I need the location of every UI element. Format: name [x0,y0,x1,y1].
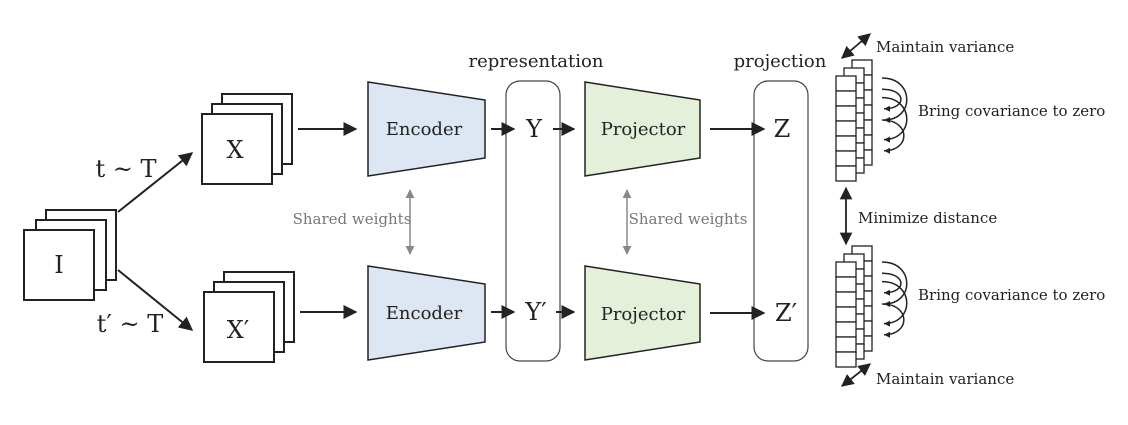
matrix-cell [835,105,857,122]
matrix-cell [835,120,857,137]
transform-bottom-label: t′ ~ T [97,310,163,338]
proj-bottom-label: Z′ [775,299,797,327]
projector-bottom: Projector [584,265,701,361]
matrix-cell [835,321,857,338]
covariance-bottom-label: Bring covariance to zero [918,286,1105,304]
matrix-cell [835,336,857,353]
maintain-variance-bottom-label: Maintain variance [876,370,1014,388]
minimize-distance-label: Minimize distance [858,209,997,227]
encoder-top-label: Encoder [386,119,463,140]
projector-top-label: Projector [601,119,686,140]
projector-top: Projector [584,81,701,177]
representation-box [505,80,561,362]
matrix-cell [835,276,857,293]
input-label: I [54,251,63,279]
view-top-label: X [226,136,243,164]
covariance-arrowhead [884,147,890,154]
proj-top-label: Z [774,115,791,143]
input-image-stack: I [23,209,117,301]
covariance-arcs-top [881,77,908,154]
matrix-cell [835,90,857,107]
projection-header: projection [734,51,827,72]
covariance-arc [881,96,908,141]
covariance-arrowhead [884,136,890,143]
matrix-cell [835,351,857,368]
covariance-arc [881,261,908,305]
matrix-cell [835,261,857,278]
covariance-top-label: Bring covariance to zero [918,102,1105,120]
matrix-cell [835,291,857,308]
repr-top-label: Y [525,115,543,143]
shared-weights-projector-label: Shared weights [629,210,748,228]
maintain-variance-top-label: Maintain variance [876,38,1014,56]
matrix-cell [835,306,857,323]
covariance-arrowhead [884,105,890,112]
transform-top-label: t ~ T [95,155,156,183]
encoder-bottom-label: Encoder [386,303,463,324]
view-bottom-label: X′ [227,316,250,344]
transform-arrow-top [117,152,194,213]
matrix-cell [835,150,857,167]
covariance-arrowhead [884,289,890,296]
repr-bottom-label: Y′ [524,298,546,326]
variance-arrow-top [841,33,871,59]
covariance-arcs-bottom [881,261,908,338]
shared-weights-encoder-label: Shared weights [293,210,412,228]
transform-arrow-bottom [117,269,194,331]
covariance-arc [881,303,905,336]
embedding-matrix-top [835,59,873,182]
view-stack-top: X [201,93,293,185]
covariance-arc [881,77,908,121]
representation-header: representation [469,51,604,72]
covariance-arrowhead [884,320,890,327]
covariance-arc [881,280,908,325]
matrix-cell [835,135,857,152]
covariance-arc [881,119,905,152]
view-stack-bottom: X′ [203,271,295,363]
matrix-cell [835,165,857,182]
projector-bottom-label: Projector [601,304,686,325]
encoder-top: Encoder [367,81,486,177]
embedding-matrix-bottom [835,245,873,368]
encoder-bottom: Encoder [367,265,486,361]
projection-box [753,80,809,362]
matrix-cell [835,75,857,92]
variance-arrow-bottom [841,363,871,387]
covariance-arrowhead [884,331,890,338]
